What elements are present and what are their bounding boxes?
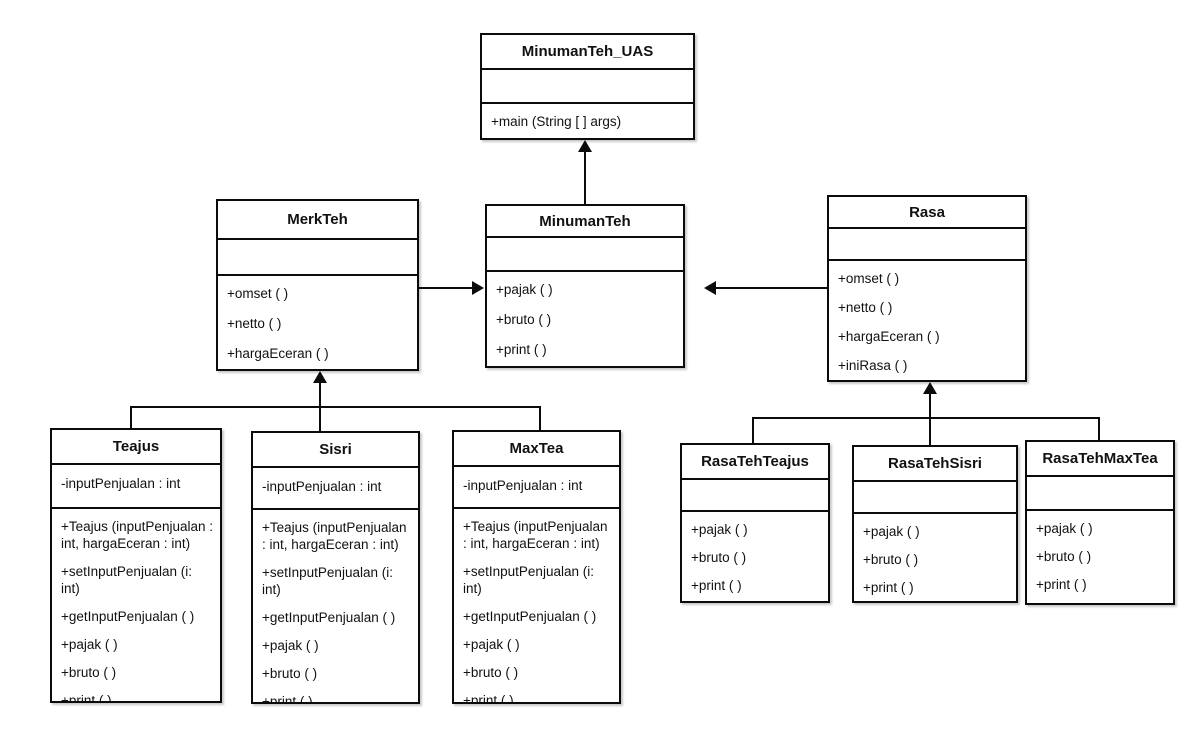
class-title: RasaTehTeajus: [682, 445, 828, 480]
attributes-section: [1027, 477, 1173, 511]
methods-section: +pajak ( ) +bruto ( ) +print ( ): [854, 514, 1016, 601]
method: +print ( ): [691, 578, 742, 593]
class-title: MinumanTeh_UAS: [482, 35, 693, 70]
attributes-section: -inputPenjualan : int: [253, 468, 418, 510]
method: +print ( ): [496, 342, 547, 357]
methods-section: +pajak ( ) +bruto ( ) +print ( ): [487, 272, 683, 366]
method: +print ( ): [863, 580, 914, 595]
method: +getInputPenjualan ( ): [262, 610, 396, 625]
method: +bruto ( ): [863, 552, 919, 567]
attributes-section: [854, 482, 1016, 514]
rasa-subclass-rail: [752, 417, 1100, 419]
class-box-rasa: Rasa +omset ( ) +netto ( ) +hargaEceran …: [827, 195, 1027, 382]
method: +bruto ( ): [691, 550, 747, 565]
attribute: -inputPenjualan : int: [463, 478, 583, 493]
attribute: -inputPenjualan : int: [61, 476, 181, 491]
class-box-rasatehmaxtea: RasaTehMaxTea +pajak ( ) +bruto ( ) +pri…: [1025, 440, 1175, 605]
class-box-minumanteh-uas: MinumanTeh_UAS +main (String [ ] args): [480, 33, 695, 140]
class-title: Rasa: [829, 197, 1025, 229]
merkteh-subclass-drop-teajus: [130, 406, 132, 428]
method: +setInputPenjualan (i: int): [61, 564, 192, 596]
class-box-rasatehteajus: RasaTehTeajus +pajak ( ) +bruto ( ) +pri…: [680, 443, 830, 603]
method: +iniRasa ( ): [838, 358, 908, 373]
class-title: MerkTeh: [218, 201, 417, 240]
method: +bruto ( ): [1036, 549, 1092, 564]
method: +bruto ( ): [262, 666, 318, 681]
method: +getInputPenjualan ( ): [463, 609, 597, 624]
attributes-section: [682, 480, 828, 512]
rasa-subclass-drop-rasatehmaxtea: [1098, 417, 1100, 440]
class-title: Sisri: [253, 433, 418, 468]
class-title: MaxTea: [454, 432, 619, 467]
merkteh-subclass-drop-maxtea: [539, 406, 541, 430]
method: +pajak ( ): [496, 282, 553, 297]
methods-section: +Teajus (inputPenjualan : int, hargaEcer…: [454, 509, 619, 702]
methods-section: +pajak ( ) +bruto ( ) +print ( ): [682, 512, 828, 601]
methods-section: +pajak ( ) +bruto ( ) +print ( ): [1027, 511, 1173, 603]
arrow-rasa-to-minumanteh-shaft: [715, 287, 827, 289]
arrow-minumanteh-to-uas-head: [578, 140, 592, 152]
class-box-teajus: Teajus -inputPenjualan : int +Teajus (in…: [50, 428, 222, 703]
methods-section: +Teajus (inputPenjualan : int, hargaEcer…: [52, 509, 220, 701]
attributes-section: [829, 229, 1025, 261]
method: +print ( ): [262, 694, 313, 702]
method: +omset ( ): [227, 286, 289, 301]
method: +pajak ( ): [262, 638, 319, 653]
methods-section: +main (String [ ] args): [482, 104, 693, 138]
methods-section: +omset ( ) +netto ( ) +hargaEceran ( ): [218, 276, 417, 369]
method: +pajak ( ): [61, 637, 118, 652]
arrow-merkteh-to-minumanteh-shaft: [419, 287, 473, 289]
class-box-minumanteh: MinumanTeh +pajak ( ) +bruto ( ) +print …: [485, 204, 685, 368]
method: +setInputPenjualan (i: int): [463, 564, 594, 596]
method: +bruto ( ): [496, 312, 552, 327]
arrow-rasa-to-minumanteh-head: [704, 281, 716, 295]
method: +netto ( ): [838, 300, 893, 315]
method: +setInputPenjualan (i: int): [262, 565, 393, 597]
attributes-section: [218, 240, 417, 276]
method: +netto ( ): [227, 316, 282, 331]
method: +Teajus (inputPenjualan : int, hargaEcer…: [61, 519, 213, 551]
method: +Teajus (inputPenjualan : int, hargaEcer…: [262, 520, 407, 552]
method: +print ( ): [1036, 577, 1087, 592]
methods-section: +Teajus (inputPenjualan : int, hargaEcer…: [253, 510, 418, 702]
arrow-minumanteh-to-uas-shaft: [584, 151, 586, 204]
methods-section: +omset ( ) +netto ( ) +hargaEceran ( ) +…: [829, 261, 1025, 380]
method: +hargaEceran ( ): [838, 329, 940, 344]
arrow-merkteh-to-minumanteh-head: [472, 281, 484, 295]
method: +pajak ( ): [1036, 521, 1093, 536]
class-title: RasaTehMaxTea: [1027, 442, 1173, 477]
method: +main (String [ ] args): [491, 114, 622, 129]
attributes-section: -inputPenjualan : int: [454, 467, 619, 509]
method: +omset ( ): [838, 271, 900, 286]
class-box-merkteh: MerkTeh +omset ( ) +netto ( ) +hargaEcer…: [216, 199, 419, 371]
method: +hargaEceran ( ): [227, 346, 329, 361]
attributes-section: [487, 238, 683, 272]
merkteh-subclass-arrow-head: [313, 371, 327, 383]
method: +pajak ( ): [463, 637, 520, 652]
method: +pajak ( ): [863, 524, 920, 539]
merkteh-subclass-rail: [131, 406, 541, 408]
attributes-section: -inputPenjualan : int: [52, 465, 220, 509]
method: +bruto ( ): [61, 665, 117, 680]
attributes-section: [482, 70, 693, 104]
method: +getInputPenjualan ( ): [61, 609, 195, 624]
attribute: -inputPenjualan : int: [262, 479, 382, 494]
method: +bruto ( ): [463, 665, 519, 680]
method: +Teajus (inputPenjualan : int, hargaEcer…: [463, 519, 608, 551]
method: +pajak ( ): [691, 522, 748, 537]
class-title: RasaTehSisri: [854, 447, 1016, 482]
method: +print ( ): [61, 693, 112, 701]
class-title: Teajus: [52, 430, 220, 465]
rasa-subclass-trunk: [929, 393, 931, 445]
class-title: MinumanTeh: [487, 206, 683, 238]
class-box-maxtea: MaxTea -inputPenjualan : int +Teajus (in…: [452, 430, 621, 704]
rasa-subclass-drop-rasatehteajus: [752, 417, 754, 443]
method: +print ( ): [463, 693, 514, 702]
class-box-rasatehsisri: RasaTehSisri +pajak ( ) +bruto ( ) +prin…: [852, 445, 1018, 603]
rasa-subclass-arrow-head: [923, 382, 937, 394]
class-box-sisri: Sisri -inputPenjualan : int +Teajus (inp…: [251, 431, 420, 704]
